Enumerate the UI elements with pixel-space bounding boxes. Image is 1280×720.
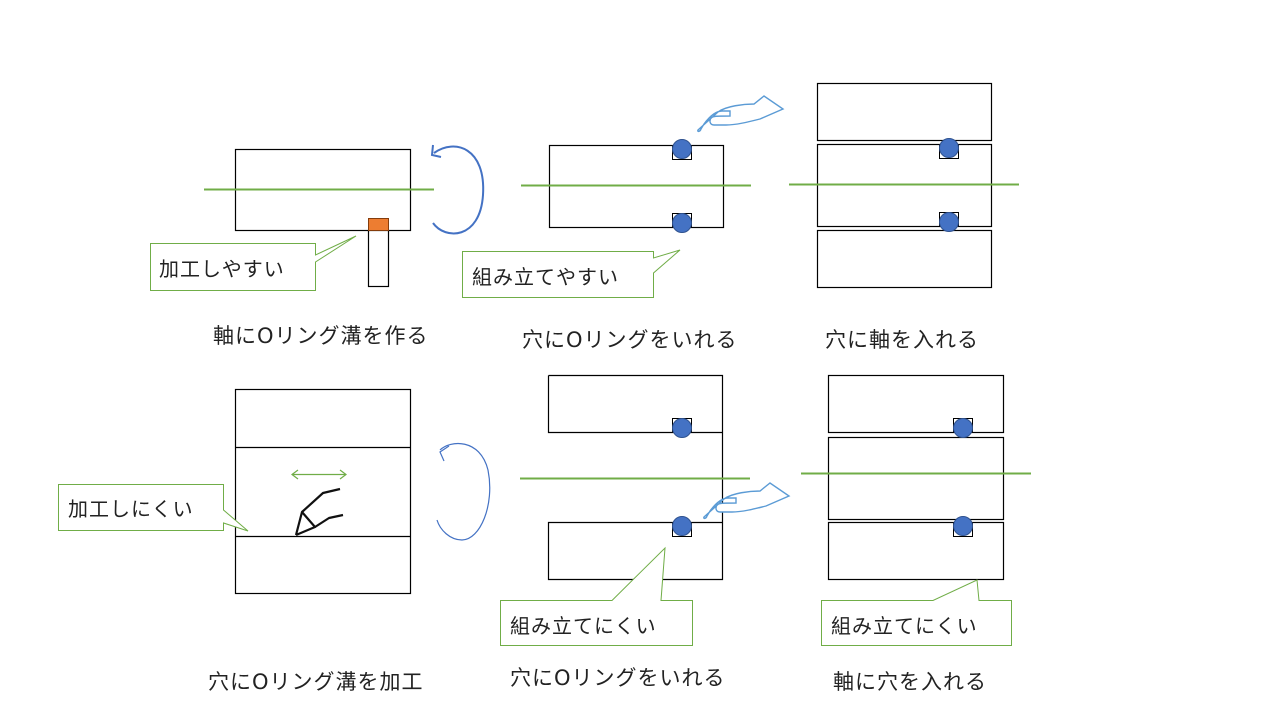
shaft-body xyxy=(827,436,1005,521)
panel-ring-into-hole-hard xyxy=(500,374,791,646)
panel-hole-groove xyxy=(58,388,491,595)
rotation-arrow-head xyxy=(439,445,450,462)
callout-text-hard-assembly-2: 組み立てにくい xyxy=(831,614,978,638)
caption-hole-groove: 穴にOリング溝を加工 xyxy=(208,670,424,694)
housing-bottom xyxy=(816,229,993,289)
caption-shaft-groove: 軸にOリング溝を作る xyxy=(213,324,429,348)
o-ring-top xyxy=(953,418,973,438)
cutting-tool-icon xyxy=(367,229,390,288)
o-ring-bottom xyxy=(939,212,959,232)
o-ring-bottom xyxy=(953,516,973,536)
boring-tool-icon xyxy=(294,487,344,537)
o-ring-top xyxy=(672,139,692,159)
callout-box xyxy=(462,249,681,298)
callout-box xyxy=(500,546,693,646)
caption-shaft-into-hole: 穴に軸を入れる xyxy=(825,328,979,352)
housing-top xyxy=(827,374,1005,434)
groove-cut xyxy=(368,218,389,231)
panel-shaft-into-hole xyxy=(789,82,1019,289)
housing-bottom xyxy=(827,521,1005,581)
callout-box xyxy=(821,579,1012,646)
caption-ring-into-hole-easy: 穴にOリングをいれる xyxy=(522,328,738,352)
hand-icon xyxy=(697,95,785,133)
hand-icon xyxy=(703,482,791,520)
panel-hole-onto-shaft xyxy=(801,374,1031,646)
callout-text-easy-assembly: 組み立てやすい xyxy=(472,265,619,289)
o-ring-top xyxy=(672,418,692,438)
callout-box xyxy=(150,235,357,291)
callout-box xyxy=(58,484,249,532)
caption-ring-into-hole-hard: 穴にOリングをいれる xyxy=(510,666,726,690)
callout-text-hard-assembly: 組み立てにくい xyxy=(510,614,657,638)
panel-ring-into-hole-easy xyxy=(462,95,785,298)
housing-body xyxy=(234,388,412,595)
housing-top xyxy=(816,82,993,142)
o-ring-bottom xyxy=(672,213,692,233)
panel-shaft-groove xyxy=(150,144,485,291)
o-ring-top xyxy=(939,138,959,158)
callout-text-hard-machining: 加工しにくい xyxy=(68,497,194,521)
caption-hole-onto-shaft: 軸に穴を入れる xyxy=(833,670,987,694)
double-arrow-icon xyxy=(291,469,347,480)
rotation-arrow-icon xyxy=(432,145,485,235)
rotation-arrow-head xyxy=(430,144,442,158)
callout-text-easy-machining: 加工しやすい xyxy=(159,257,285,281)
rotation-arrow-icon xyxy=(436,443,491,541)
o-ring-bottom xyxy=(672,516,692,536)
